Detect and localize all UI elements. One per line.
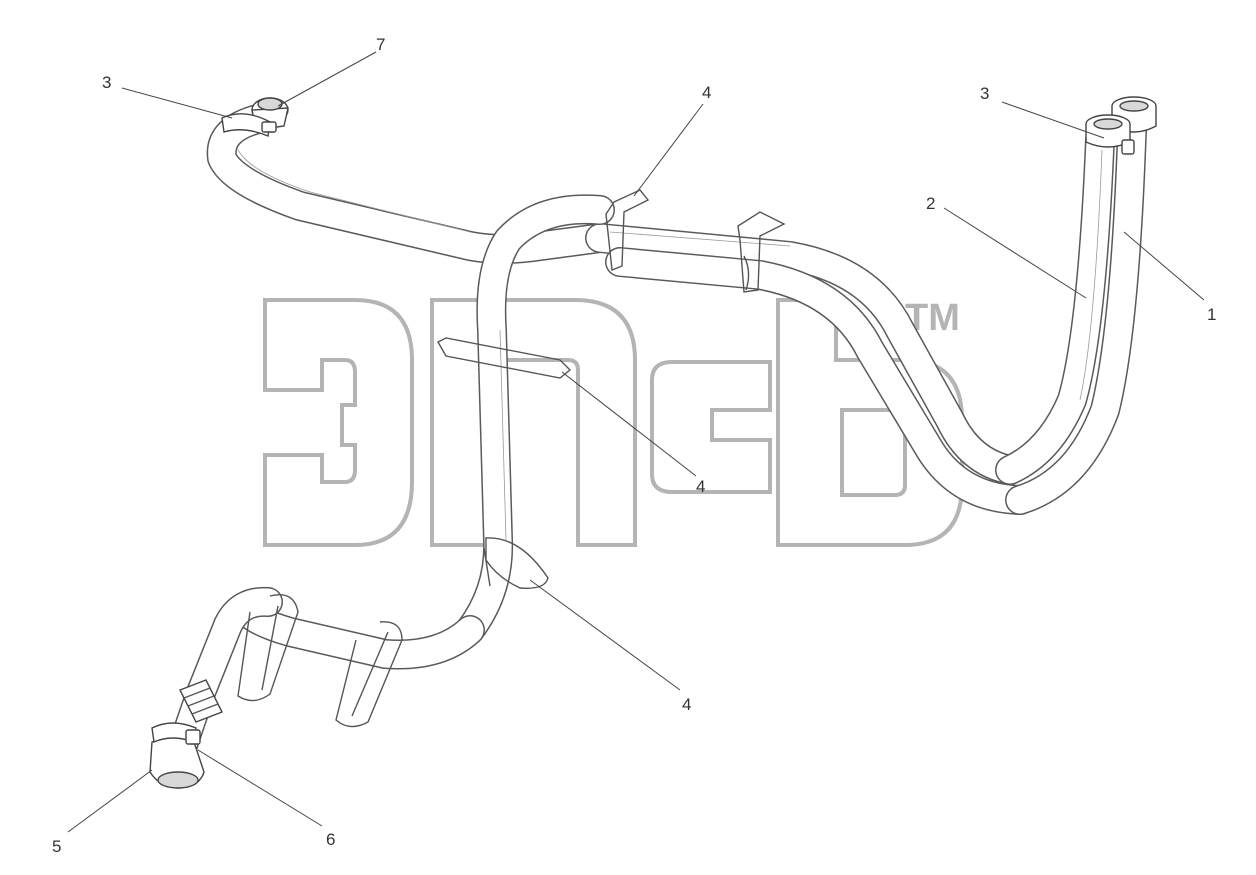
leader-4-lower xyxy=(529,579,681,691)
callout-5: 5 xyxy=(52,837,61,856)
leader-3-left xyxy=(121,87,233,119)
callout-3-right: 3 xyxy=(980,84,989,103)
leader-1 xyxy=(1123,231,1205,301)
callout-7: 7 xyxy=(376,35,385,54)
clamp-6 xyxy=(151,722,201,745)
watermark-letter-p xyxy=(430,298,637,547)
hose-pipes xyxy=(163,103,1147,775)
coupling-lower-left xyxy=(179,679,223,723)
watermark-letter-e xyxy=(263,298,414,547)
leader-7 xyxy=(277,51,377,107)
callout-1: 1 xyxy=(1207,305,1216,324)
callout-labels: 7 3 4 3 2 1 4 4 5 6 xyxy=(52,35,1216,856)
leader-5 xyxy=(67,769,153,833)
leader-6 xyxy=(197,749,323,827)
leader-4-top xyxy=(633,103,704,197)
fittings-and-clamps xyxy=(149,96,1157,789)
leader-2 xyxy=(943,207,1087,299)
loop-clamp-lower-a xyxy=(237,594,299,702)
fitting-caps-upper-right xyxy=(1085,96,1157,155)
leader-4-middle xyxy=(561,371,697,477)
watermark-letter-s xyxy=(650,360,772,494)
callout-4-lower: 4 xyxy=(682,695,691,714)
callout-3-left: 3 xyxy=(102,73,111,92)
clamp-3-upper-left xyxy=(221,113,277,137)
band-clamp-4-middle xyxy=(437,337,572,379)
callout-4-middle: 4 xyxy=(696,477,705,496)
leader-lines xyxy=(67,51,1205,833)
leader-3-right xyxy=(1001,101,1105,139)
callout-2: 2 xyxy=(926,194,935,213)
band-clamp-4-upper-a xyxy=(605,189,650,271)
callout-6: 6 xyxy=(326,830,335,849)
band-clamp-4-upper-b xyxy=(737,211,786,293)
loop-clamp-lower-b xyxy=(335,621,403,728)
callout-4-top: 4 xyxy=(702,83,711,102)
